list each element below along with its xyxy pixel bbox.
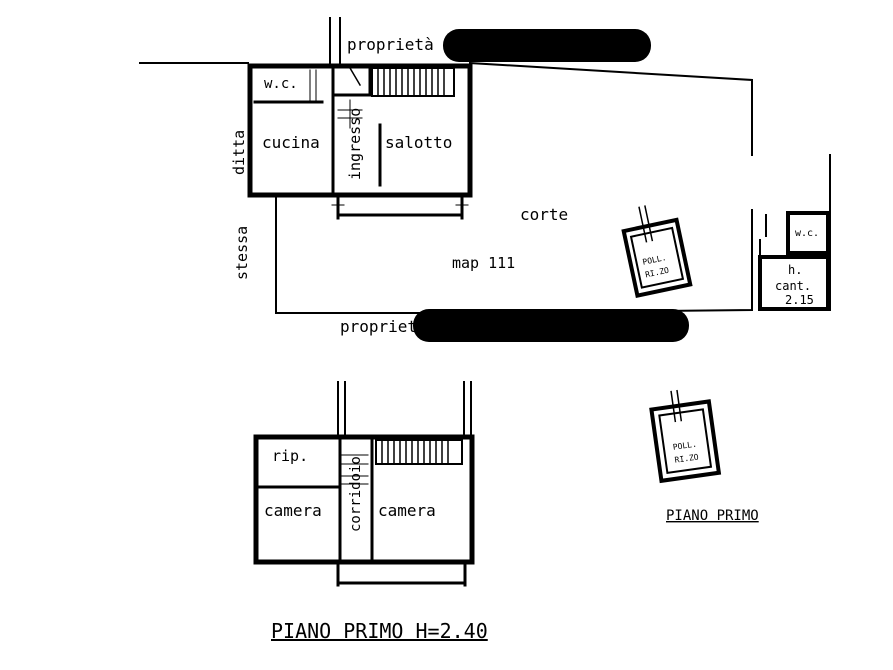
chicken-coop — [621, 205, 693, 299]
cellar-height-label: 2.15 — [785, 293, 814, 307]
outbuilding — [758, 211, 830, 311]
redaction-bar-bottom — [413, 309, 689, 342]
stair-ground — [348, 66, 455, 97]
room-label-living: salotto — [385, 133, 452, 152]
ground-floor-plan: proprietà proprietà ditta stessa w.c. cu… — [139, 17, 831, 342]
neighbor-top-label: proprietà — [347, 35, 434, 54]
map-label: map 111 — [452, 254, 515, 272]
stair-first — [375, 439, 463, 465]
door-swings — [309, 69, 469, 206]
first-floor-title: PIANO PRIMO H=2.40 — [271, 619, 488, 643]
house-outer-wall — [247, 63, 473, 198]
room-label-storage: rip. — [272, 447, 308, 465]
room-label-kitchen: cucina — [262, 133, 320, 152]
coop-label-1: POLL. — [642, 253, 667, 267]
first-floor-interior-walls — [254, 435, 467, 587]
cellar-h-label: h. — [788, 263, 802, 277]
room-label-bedroom-left: camera — [264, 501, 322, 520]
first-floor-outer-wall — [253, 434, 475, 565]
room-label-entrance: ingresso — [346, 108, 364, 180]
neighbor-left-label-2: stessa — [233, 226, 251, 280]
first-floor-boundary — [337, 381, 472, 436]
neighbor-bottom-label: proprietà — [340, 317, 427, 336]
house-interior-walls — [253, 64, 464, 220]
redaction-bar-top — [443, 29, 651, 62]
first-floor-door-swings — [341, 454, 369, 485]
coop-first-label-1: POLL. — [672, 440, 697, 452]
coop-label-2: RI.ZO — [644, 266, 670, 280]
cellar-label: cant. — [775, 279, 811, 293]
outbuilding-first-title: PIANO PRIMO — [666, 508, 759, 524]
room-label-bedroom-right: camera — [378, 501, 436, 520]
outbuilding-wc-label: w.c. — [795, 228, 819, 239]
outbuilding-first-floor: POLL. RI.ZO PIANO PRIMO — [649, 389, 759, 524]
room-label-wc: w.c. — [264, 76, 298, 92]
coop-first-label-2: RI.ZO — [674, 452, 699, 464]
yard-label: corte — [520, 205, 568, 224]
first-floor-plan: rip. camera corridoio camera PIANO PRIMO… — [253, 381, 488, 643]
room-label-corridor: corridoio — [348, 456, 364, 532]
neighbor-left-label-1: ditta — [230, 130, 248, 175]
